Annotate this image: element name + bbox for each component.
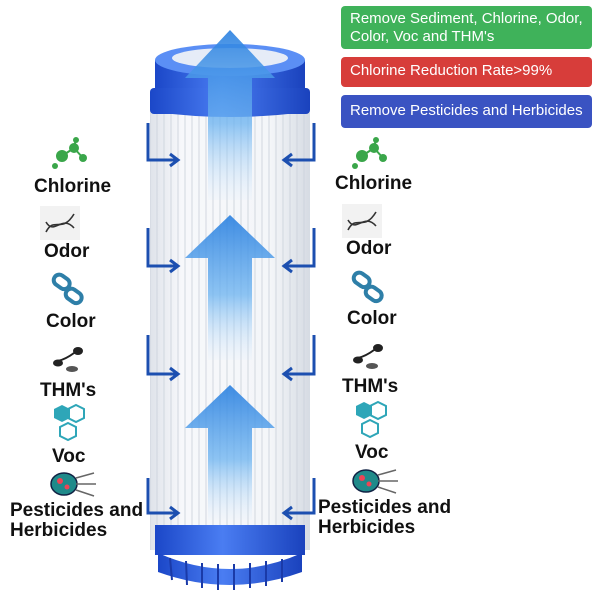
flow-arrow-top [185, 30, 275, 200]
bottom-cap [155, 525, 305, 555]
molecule-icon [52, 137, 87, 169]
right-label-color: Color [347, 308, 397, 329]
flow-arrow-bottom [185, 385, 275, 520]
chain-link-icon [351, 270, 384, 304]
microbe-icon [53, 347, 83, 372]
right-label-chlorine: Chlorine [335, 173, 413, 194]
dna-icon [342, 204, 382, 238]
right-label-odor: Odor [346, 238, 392, 259]
left-label-voc: Voc [52, 446, 86, 467]
pathogen-icon [50, 472, 96, 497]
right-label-voc: Voc [355, 442, 389, 463]
inflow-arrows-left [146, 123, 181, 521]
dna-icon [40, 206, 80, 240]
right-label-thms: THM's [342, 376, 399, 397]
left-label-thms: THM's [40, 380, 97, 401]
badge-chlorine-reduction: Chlorine Reduction Rate>99% [341, 57, 592, 87]
pathogen-icon [352, 469, 398, 494]
right-label-pesticides-line2: Herbicides [318, 517, 416, 538]
left-label-chlorine: Chlorine [34, 176, 112, 197]
left-label-odor: Odor [44, 241, 90, 262]
badge-remove-sediment: Remove Sediment, Chlorine, Odor, Color, … [341, 6, 592, 49]
molecule-icon [352, 137, 387, 169]
flow-arrow-middle [185, 215, 275, 360]
left-label-pesticides-line2: Herbicides [10, 520, 108, 541]
hexagon-icon [356, 400, 387, 439]
inflow-arrows-right [281, 123, 316, 521]
badge-remove-pesticides: Remove Pesticides and Herbicides [341, 95, 592, 128]
right-label-pesticides-line1: Pesticides and [318, 497, 452, 518]
microbe-icon [353, 344, 383, 369]
hexagon-icon [54, 403, 85, 442]
left-label-pesticides-line1: Pesticides and [10, 500, 144, 521]
left-label-color: Color [46, 311, 96, 332]
chain-link-icon [51, 272, 84, 306]
